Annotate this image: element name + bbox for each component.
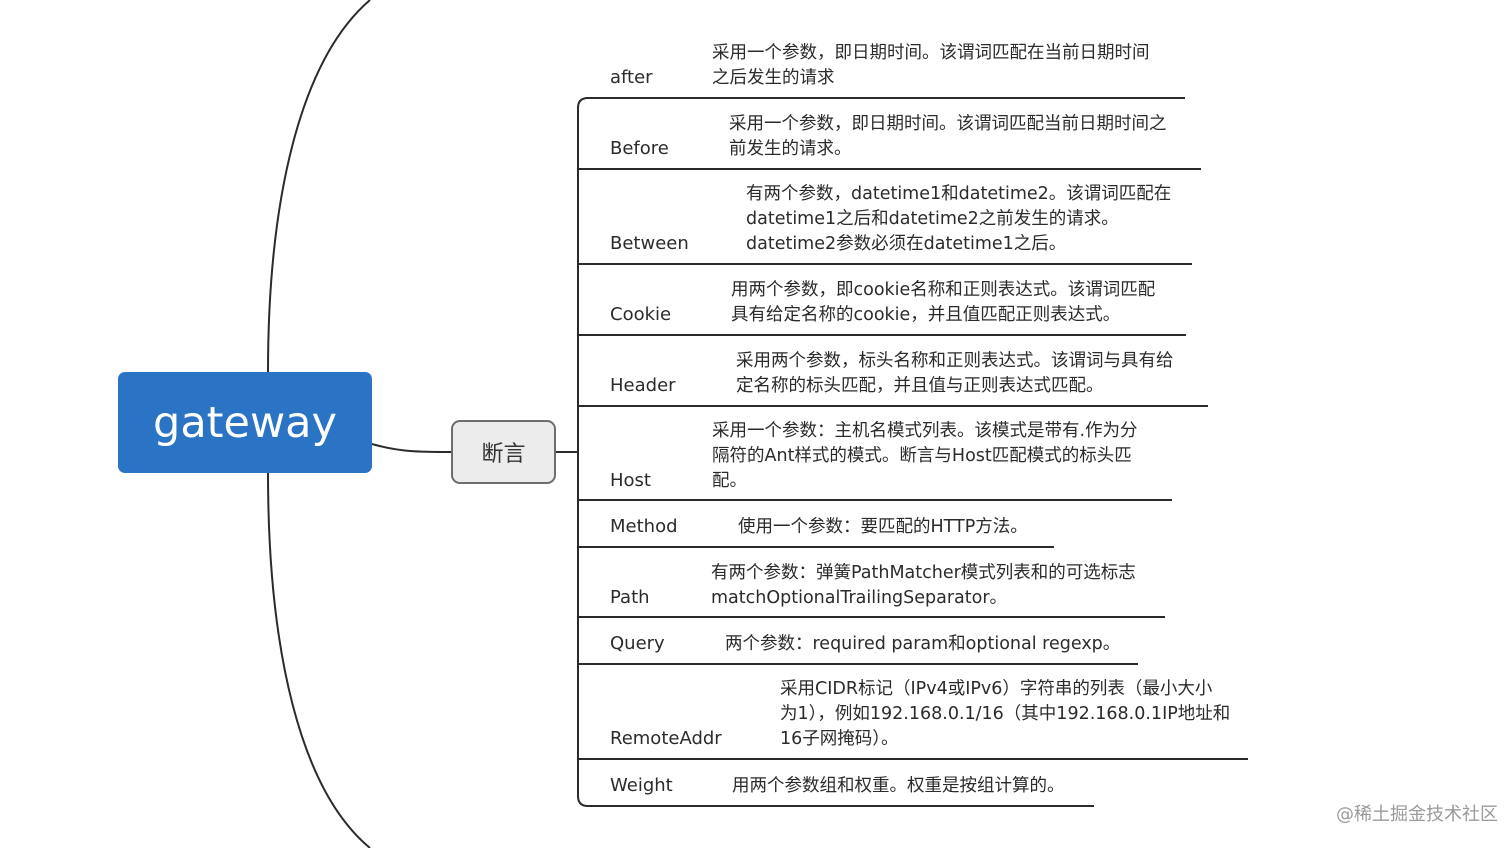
- predicate-name-path[interactable]: Path: [610, 587, 650, 608]
- predicate-desc-after: 采用一个参数，即日期时间。该谓词匹配在当前日期时间 之后发生的请求: [712, 43, 1150, 88]
- root-node-label: gateway: [153, 397, 337, 448]
- predicate-name-remoteaddr[interactable]: RemoteAddr: [610, 728, 722, 749]
- branch-node-label: 断言: [481, 442, 526, 467]
- branch-node-assertion[interactable]: 断言: [451, 420, 556, 484]
- root-to-branch-line: [371, 443, 452, 453]
- predicate-name-weight[interactable]: Weight: [610, 775, 673, 796]
- predicate-name-header[interactable]: Header: [610, 375, 676, 396]
- predicate-name-between[interactable]: Between: [610, 233, 689, 254]
- predicate-desc-before: 采用一个参数，即日期时间。该谓词匹配当前日期时间之 前发生的请求。: [729, 114, 1167, 159]
- predicate-underlines: [578, 97, 1248, 807]
- predicate-name-after[interactable]: after: [610, 67, 653, 88]
- predicate-desc-host: 采用一个参数：主机名模式列表。该模式是带有.作为分 隔符的Ant样式的模式。断言…: [712, 421, 1138, 491]
- trunk-line: [577, 97, 589, 807]
- watermark: @稀土掘金技术社区: [1336, 804, 1498, 825]
- predicate-desc-between: 有两个参数，datetime1和datetime2。该谓词匹配在 datetim…: [746, 184, 1172, 254]
- root-outer-curve-bottom: [267, 472, 371, 848]
- predicate-name-method[interactable]: Method: [610, 516, 678, 537]
- predicate-name-cookie[interactable]: Cookie: [610, 304, 672, 325]
- root-outer-curve-top: [267, 0, 371, 373]
- predicate-desc-weight: 用两个参数组和权重。权重是按组计算的。: [732, 776, 1065, 796]
- predicate-desc-method: 使用一个参数：要匹配的HTTP方法。: [738, 517, 1028, 537]
- predicate-name-query[interactable]: Query: [610, 633, 665, 654]
- predicate-desc-header: 采用两个参数，标头名称和正则表达式。该谓词与具有给 定名称的标头匹配，并且值与正…: [736, 351, 1174, 396]
- root-node-gateway[interactable]: gateway: [118, 372, 372, 473]
- predicate-desc-cookie: 用两个参数，即cookie名称和正则表达式。该谓词匹配 具有给定名称的cooki…: [731, 280, 1156, 325]
- predicate-desc-remoteaddr: 采用CIDR标记（IPv4或IPv6）字符串的列表（最小大小 为1），例如192…: [780, 679, 1231, 749]
- predicate-desc-path: 有两个参数：弹簧PathMatcher模式列表和的可选标志 matchOptio…: [711, 563, 1136, 608]
- predicate-name-host[interactable]: Host: [610, 470, 651, 491]
- predicate-name-before[interactable]: Before: [610, 138, 669, 159]
- predicate-desc-query: 两个参数：required param和optional regexp。: [725, 634, 1121, 654]
